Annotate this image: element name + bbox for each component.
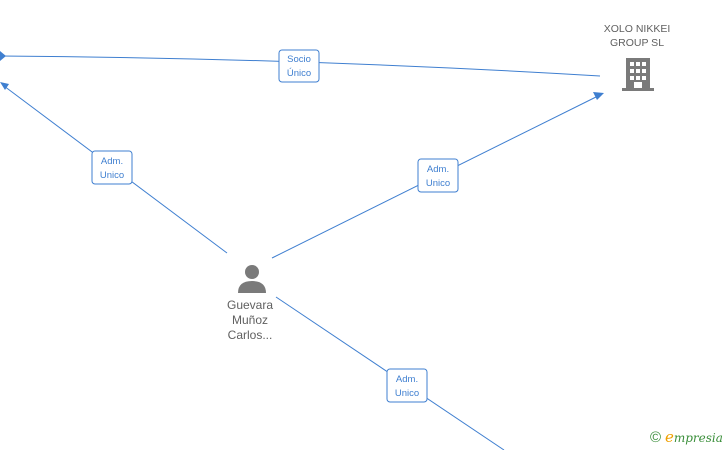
company-name-line: XOLO NIKKEI (603, 23, 671, 35)
copyright-symbol: © (650, 429, 662, 446)
edge-label-line: Socio (287, 54, 311, 65)
empresia-brand: © empresia (650, 428, 723, 446)
arrow-head-left-mid (0, 82, 9, 90)
edge-label-adm-unico-left[interactable]: Adm. Unico (91, 150, 133, 185)
edge-label-line: Unico (426, 178, 450, 189)
person-node-label[interactable]: Guevara Muñoz Carlos... (212, 298, 288, 343)
person-name-line: Guevara (226, 298, 274, 312)
brand-name-rest: mpresia (673, 431, 723, 445)
edge-label-adm-unico-company[interactable]: Adm. Unico (417, 158, 459, 193)
company-node-label[interactable]: XOLO NIKKEI GROUP SL (588, 22, 686, 50)
brand-initial: e (664, 428, 674, 446)
edge-label-line: Unico (100, 170, 124, 181)
person-name-line: Muñoz (231, 313, 269, 327)
arrow-head-company (593, 92, 604, 100)
edge-label-line: Adm. (396, 374, 418, 385)
edge-label-line: Adm. (101, 156, 123, 167)
edge-label-adm-unico-bottom[interactable]: Adm. Unico (386, 368, 428, 403)
company-name-line: GROUP SL (609, 37, 665, 49)
edge-label-line: Único (287, 68, 311, 79)
edge-label-line: Adm. (427, 164, 449, 175)
building-icon[interactable] (622, 58, 654, 91)
person-name-line: Carlos... (227, 328, 273, 342)
edge-label-socio-unico[interactable]: Socio Único (278, 49, 320, 83)
edge-label-line: Unico (395, 388, 419, 399)
person-icon[interactable] (238, 265, 266, 293)
arrow-head-left-top (0, 51, 6, 61)
